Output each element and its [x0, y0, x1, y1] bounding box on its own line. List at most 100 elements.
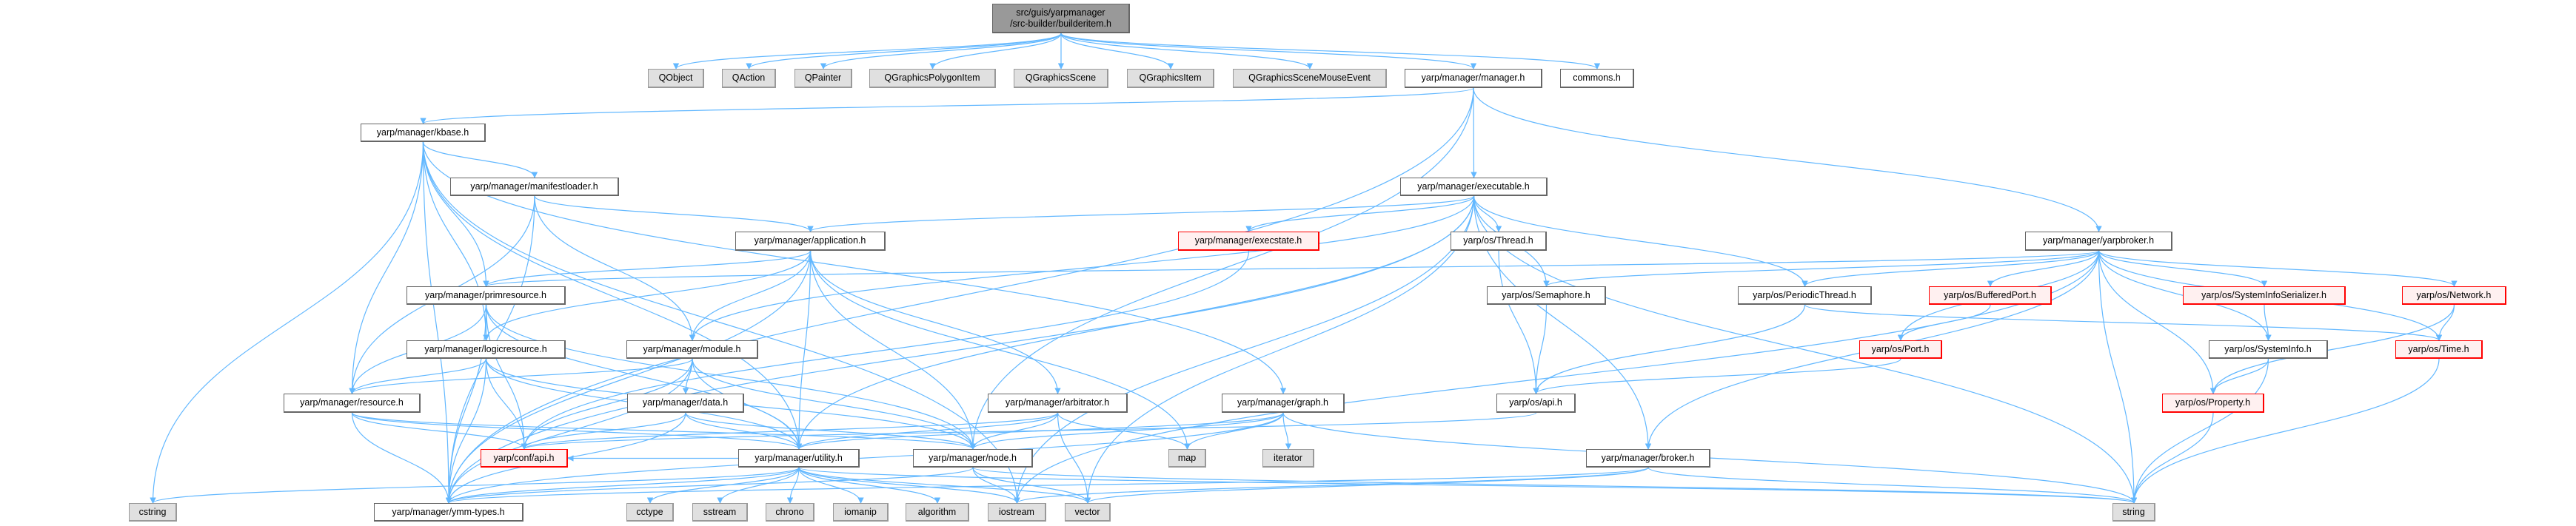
- node-commons[interactable]: commons.h: [1560, 69, 1634, 88]
- node-QGraphicsScene[interactable]: QGraphicsScene: [1014, 69, 1108, 88]
- node-Network[interactable]: yarp/os/Network.h: [2402, 286, 2506, 305]
- edge-utility-to-algorithm: [798, 467, 941, 504]
- edge-utility-to-cstring: [150, 467, 800, 504]
- node-QGraphicsItem[interactable]: QGraphicsItem: [1127, 69, 1214, 88]
- node-arbitrator[interactable]: yarp/manager/arbitrator.h: [988, 394, 1128, 413]
- edge-arbitrator-to-confapi: [521, 412, 1059, 450]
- edge-kbase-to-ymmtypes: [422, 141, 452, 504]
- node-QPainter[interactable]: QPainter: [794, 69, 852, 88]
- edge-yarpbroker-to-SystemInfoSerializer: [2098, 250, 2268, 287]
- node-application[interactable]: yarp/manager/application.h: [735, 232, 886, 251]
- edge-Thread-to-osapi: [1498, 250, 1539, 394]
- node-iomanip[interactable]: iomanip: [833, 503, 889, 522]
- node-logicresource[interactable]: yarp/manager/logicresource.h: [407, 340, 566, 359]
- node-builderitem[interactable]: src/guis/yarpmanager /src-builder/builde…: [992, 4, 1130, 33]
- node-kbase[interactable]: yarp/manager/kbase.h: [361, 124, 486, 142]
- edge-logicresource-to-ymmtypes: [445, 358, 487, 504]
- edge-executable-to-ymmtypes: [445, 195, 1475, 504]
- node-iostream[interactable]: iostream: [988, 503, 1046, 522]
- node-confapi[interactable]: yarp/conf/api.h: [481, 449, 568, 468]
- edge-application-to-utility: [795, 250, 812, 450]
- edge-utility-to-sstream: [717, 467, 800, 504]
- node-graph[interactable]: yarp/manager/graph.h: [1222, 394, 1345, 413]
- node-manifestloader[interactable]: yarp/manager/manifestloader.h: [450, 178, 619, 196]
- node-QObject[interactable]: QObject: [648, 69, 704, 88]
- node-Property[interactable]: yarp/os/Property.h: [2162, 394, 2264, 413]
- edge-utility-to-string: [798, 467, 2137, 504]
- node-vector[interactable]: vector: [1065, 503, 1111, 522]
- node-chrono[interactable]: chrono: [766, 503, 814, 522]
- edge-yarpbroker-to-Network: [2098, 250, 2458, 287]
- edge-graph-to-map: [1184, 412, 1284, 450]
- node-QGraphicsSceneMouseEvent[interactable]: QGraphicsSceneMouseEvent: [1233, 69, 1387, 88]
- edge-graph-to-node: [969, 412, 1284, 450]
- edge-application-to-map: [809, 250, 1191, 450]
- edge-builderitem-to-QPainter: [820, 33, 1062, 70]
- edge-Network-to-Time: [2435, 304, 2455, 341]
- edge-arbitrator-to-utility: [795, 412, 1059, 450]
- node-cstring[interactable]: cstring: [129, 503, 177, 522]
- edge-builderitem-to-QGraphicsSceneMouseEvent: [1060, 33, 1314, 70]
- edge-kbase-to-utility: [422, 141, 803, 450]
- node-broker[interactable]: yarp/manager/broker.h: [1586, 449, 1710, 468]
- node-primresource[interactable]: yarp/manager/primresource.h: [407, 286, 566, 305]
- edge-resource-to-confapi: [351, 412, 528, 450]
- edge-module-to-node: [692, 358, 977, 450]
- node-Port[interactable]: yarp/os/Port.h: [1859, 340, 1942, 359]
- edge-kbase-to-resource: [349, 141, 424, 394]
- edge-manifestloader-to-application: [534, 195, 814, 232]
- node-algorithm[interactable]: algorithm: [906, 503, 969, 522]
- node-string[interactable]: string: [2112, 503, 2155, 522]
- node-execstate[interactable]: yarp/manager/execstate.h: [1178, 232, 1319, 251]
- node-cctype[interactable]: cctype: [626, 503, 674, 522]
- node-SystemInfoSerializer[interactable]: yarp/os/SystemInfoSerializer.h: [2183, 286, 2346, 305]
- edge-executable-to-iostream: [1014, 195, 1475, 504]
- node-QAction[interactable]: QAction: [722, 69, 776, 88]
- edge-executable-to-execstate: [1245, 195, 1475, 232]
- edge-Network-to-Property: [2209, 304, 2455, 394]
- node-node[interactable]: yarp/manager/node.h: [913, 449, 1033, 468]
- edge-kbase-to-cstring: [150, 141, 424, 504]
- edge-utility-to-iomanip: [798, 467, 864, 504]
- node-executable[interactable]: yarp/manager/executable.h: [1400, 178, 1548, 196]
- node-osapi[interactable]: yarp/os/api.h: [1496, 394, 1576, 413]
- edge-node-to-string: [972, 467, 2137, 504]
- node-utility[interactable]: yarp/manager/utility.h: [738, 449, 860, 468]
- edge-utility-to-iostream: [798, 467, 1020, 504]
- node-manager[interactable]: yarp/manager/manager.h: [1405, 69, 1542, 88]
- edge-yarpbroker-to-primresource: [484, 250, 2100, 287]
- edge-resource-to-ymmtypes: [351, 412, 452, 504]
- edge-application-to-node: [809, 250, 977, 450]
- edge-executable-to-vector: [1084, 195, 1475, 504]
- node-SystemInfo[interactable]: yarp/os/SystemInfo.h: [2209, 340, 2328, 359]
- node-ymmtypes[interactable]: yarp/manager/ymm-types.h: [374, 503, 523, 522]
- edge-builderitem-to-commons: [1060, 33, 1600, 70]
- node-map[interactable]: map: [1168, 449, 1206, 468]
- node-Time[interactable]: yarp/os/Time.h: [2395, 340, 2483, 359]
- node-Semaphore[interactable]: yarp/os/Semaphore.h: [1487, 286, 1606, 305]
- edge-broker-to-string: [1647, 467, 2137, 504]
- edge-PeriodicThread-to-osapi: [1533, 304, 1806, 394]
- edge-SystemInfo-to-string: [2130, 358, 2269, 504]
- edge-manager-to-yarpbroker: [1473, 87, 2102, 232]
- edge-BufferedPort-to-Port: [1897, 304, 1991, 341]
- edge-Time-to-string: [2130, 358, 2440, 504]
- edge-kbase-to-manifestloader: [422, 141, 538, 178]
- node-QGraphicsPolygonItem[interactable]: QGraphicsPolygonItem: [869, 69, 996, 88]
- node-PeriodicThread[interactable]: yarp/os/PeriodicThread.h: [1738, 286, 1872, 305]
- edge-primresource-to-node: [485, 304, 977, 450]
- node-iterator[interactable]: iterator: [1262, 449, 1314, 468]
- edge-SystemInfoSerializer-to-SystemInfo: [2264, 304, 2272, 341]
- node-resource[interactable]: yarp/manager/resource.h: [284, 394, 421, 413]
- edge-utility-to-ymmtypes: [445, 467, 800, 504]
- node-module[interactable]: yarp/manager/module.h: [626, 340, 758, 359]
- edge-yarpbroker-to-BufferedPort: [1987, 250, 2100, 287]
- node-BufferedPort[interactable]: yarp/os/BufferedPort.h: [1929, 286, 2052, 305]
- node-data[interactable]: yarp/manager/data.h: [627, 394, 744, 413]
- node-Thread[interactable]: yarp/os/Thread.h: [1451, 232, 1547, 251]
- node-sstream[interactable]: sstream: [692, 503, 748, 522]
- node-yarpbroker[interactable]: yarp/manager/yarpbroker.h: [2025, 232, 2172, 251]
- edge-manifestloader-to-module: [534, 195, 696, 341]
- edge-module-to-confapi: [521, 358, 693, 450]
